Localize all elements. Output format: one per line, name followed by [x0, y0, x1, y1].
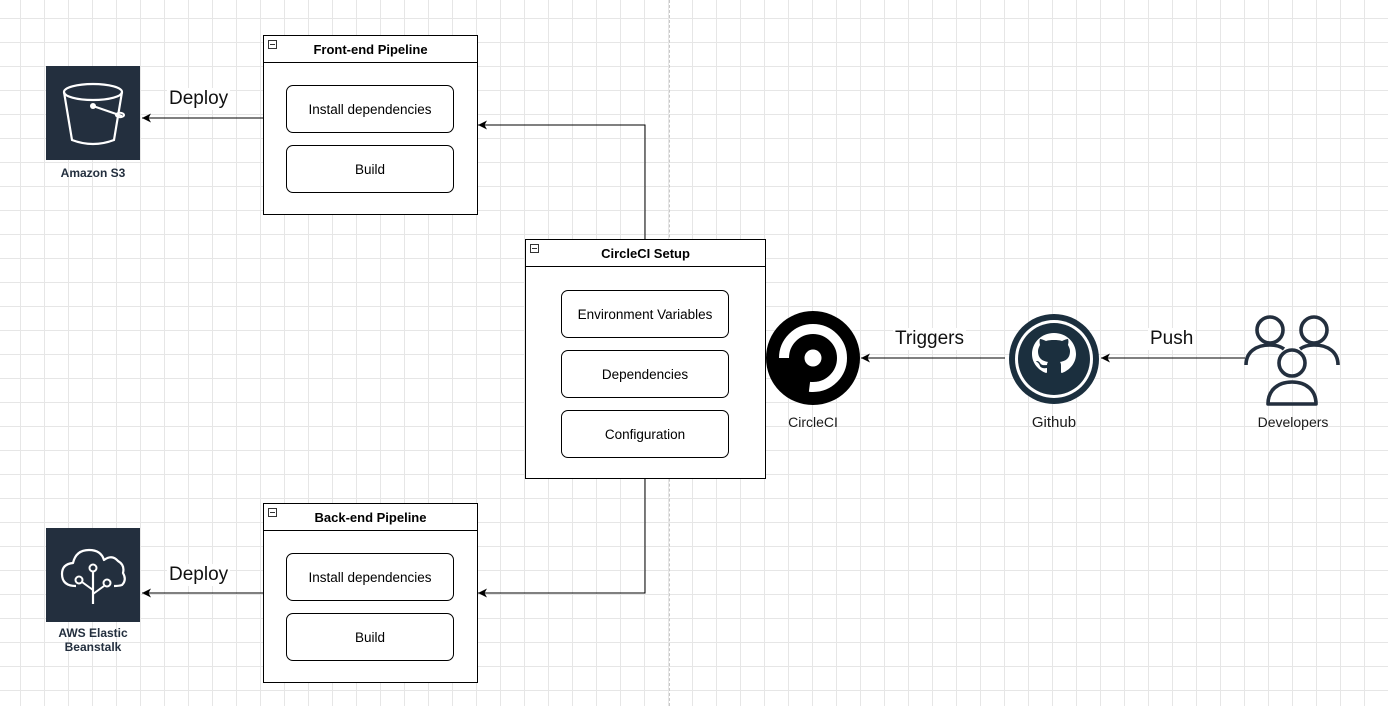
s3-label: Amazon S3	[60, 166, 126, 180]
users-icon[interactable]	[1244, 310, 1340, 406]
developers-label: Developers	[1257, 414, 1329, 430]
backend-pipeline-title: Back-end Pipeline	[314, 509, 427, 525]
circleci-setup-group[interactable]: CircleCI Setup Environment Variables Dep…	[525, 239, 766, 479]
collapse-icon[interactable]	[268, 40, 277, 49]
elastic-beanstalk-icon[interactable]	[46, 528, 140, 622]
setup-step-dependencies[interactable]: Dependencies	[561, 350, 729, 398]
beanstalk-label: AWS Elastic Beanstalk	[36, 626, 150, 654]
backend-pipeline-group[interactable]: Back-end Pipeline Install dependencies B…	[263, 503, 478, 683]
edge-label-triggers: Triggers	[893, 328, 966, 350]
circleci-setup-header: CircleCI Setup	[526, 240, 765, 267]
frontend-pipeline-title: Front-end Pipeline	[313, 41, 428, 57]
circleci-label: CircleCI	[788, 414, 838, 430]
frontend-pipeline-group[interactable]: Front-end Pipeline Install dependencies …	[263, 35, 478, 215]
s3-bucket-icon[interactable]	[46, 66, 140, 160]
setup-step-env-vars[interactable]: Environment Variables	[561, 290, 729, 338]
collapse-icon[interactable]	[268, 508, 277, 517]
arrow-setup-to-frontend	[478, 120, 646, 239]
github-label: Github	[1031, 414, 1077, 431]
backend-step-install[interactable]: Install dependencies	[286, 553, 454, 601]
collapse-icon[interactable]	[530, 244, 539, 253]
edge-label-deploy-frontend: Deploy	[167, 88, 231, 110]
circleci-setup-title: CircleCI Setup	[601, 245, 690, 261]
backend-pipeline-header: Back-end Pipeline	[264, 504, 477, 531]
frontend-step-install[interactable]: Install dependencies	[286, 85, 454, 133]
frontend-pipeline-header: Front-end Pipeline	[264, 36, 477, 63]
backend-step-build[interactable]: Build	[286, 613, 454, 661]
edge-label-deploy-backend: Deploy	[167, 564, 231, 586]
circleci-logo-icon[interactable]	[765, 310, 861, 406]
frontend-step-build[interactable]: Build	[286, 145, 454, 193]
github-logo-icon[interactable]	[1008, 313, 1100, 405]
beanstalk-label-line2: Beanstalk	[64, 640, 122, 654]
beanstalk-label-line1: AWS Elastic	[58, 626, 128, 640]
setup-step-configuration[interactable]: Configuration	[561, 410, 729, 458]
arrow-setup-to-backend	[478, 479, 646, 598]
edge-label-push: Push	[1148, 328, 1196, 350]
